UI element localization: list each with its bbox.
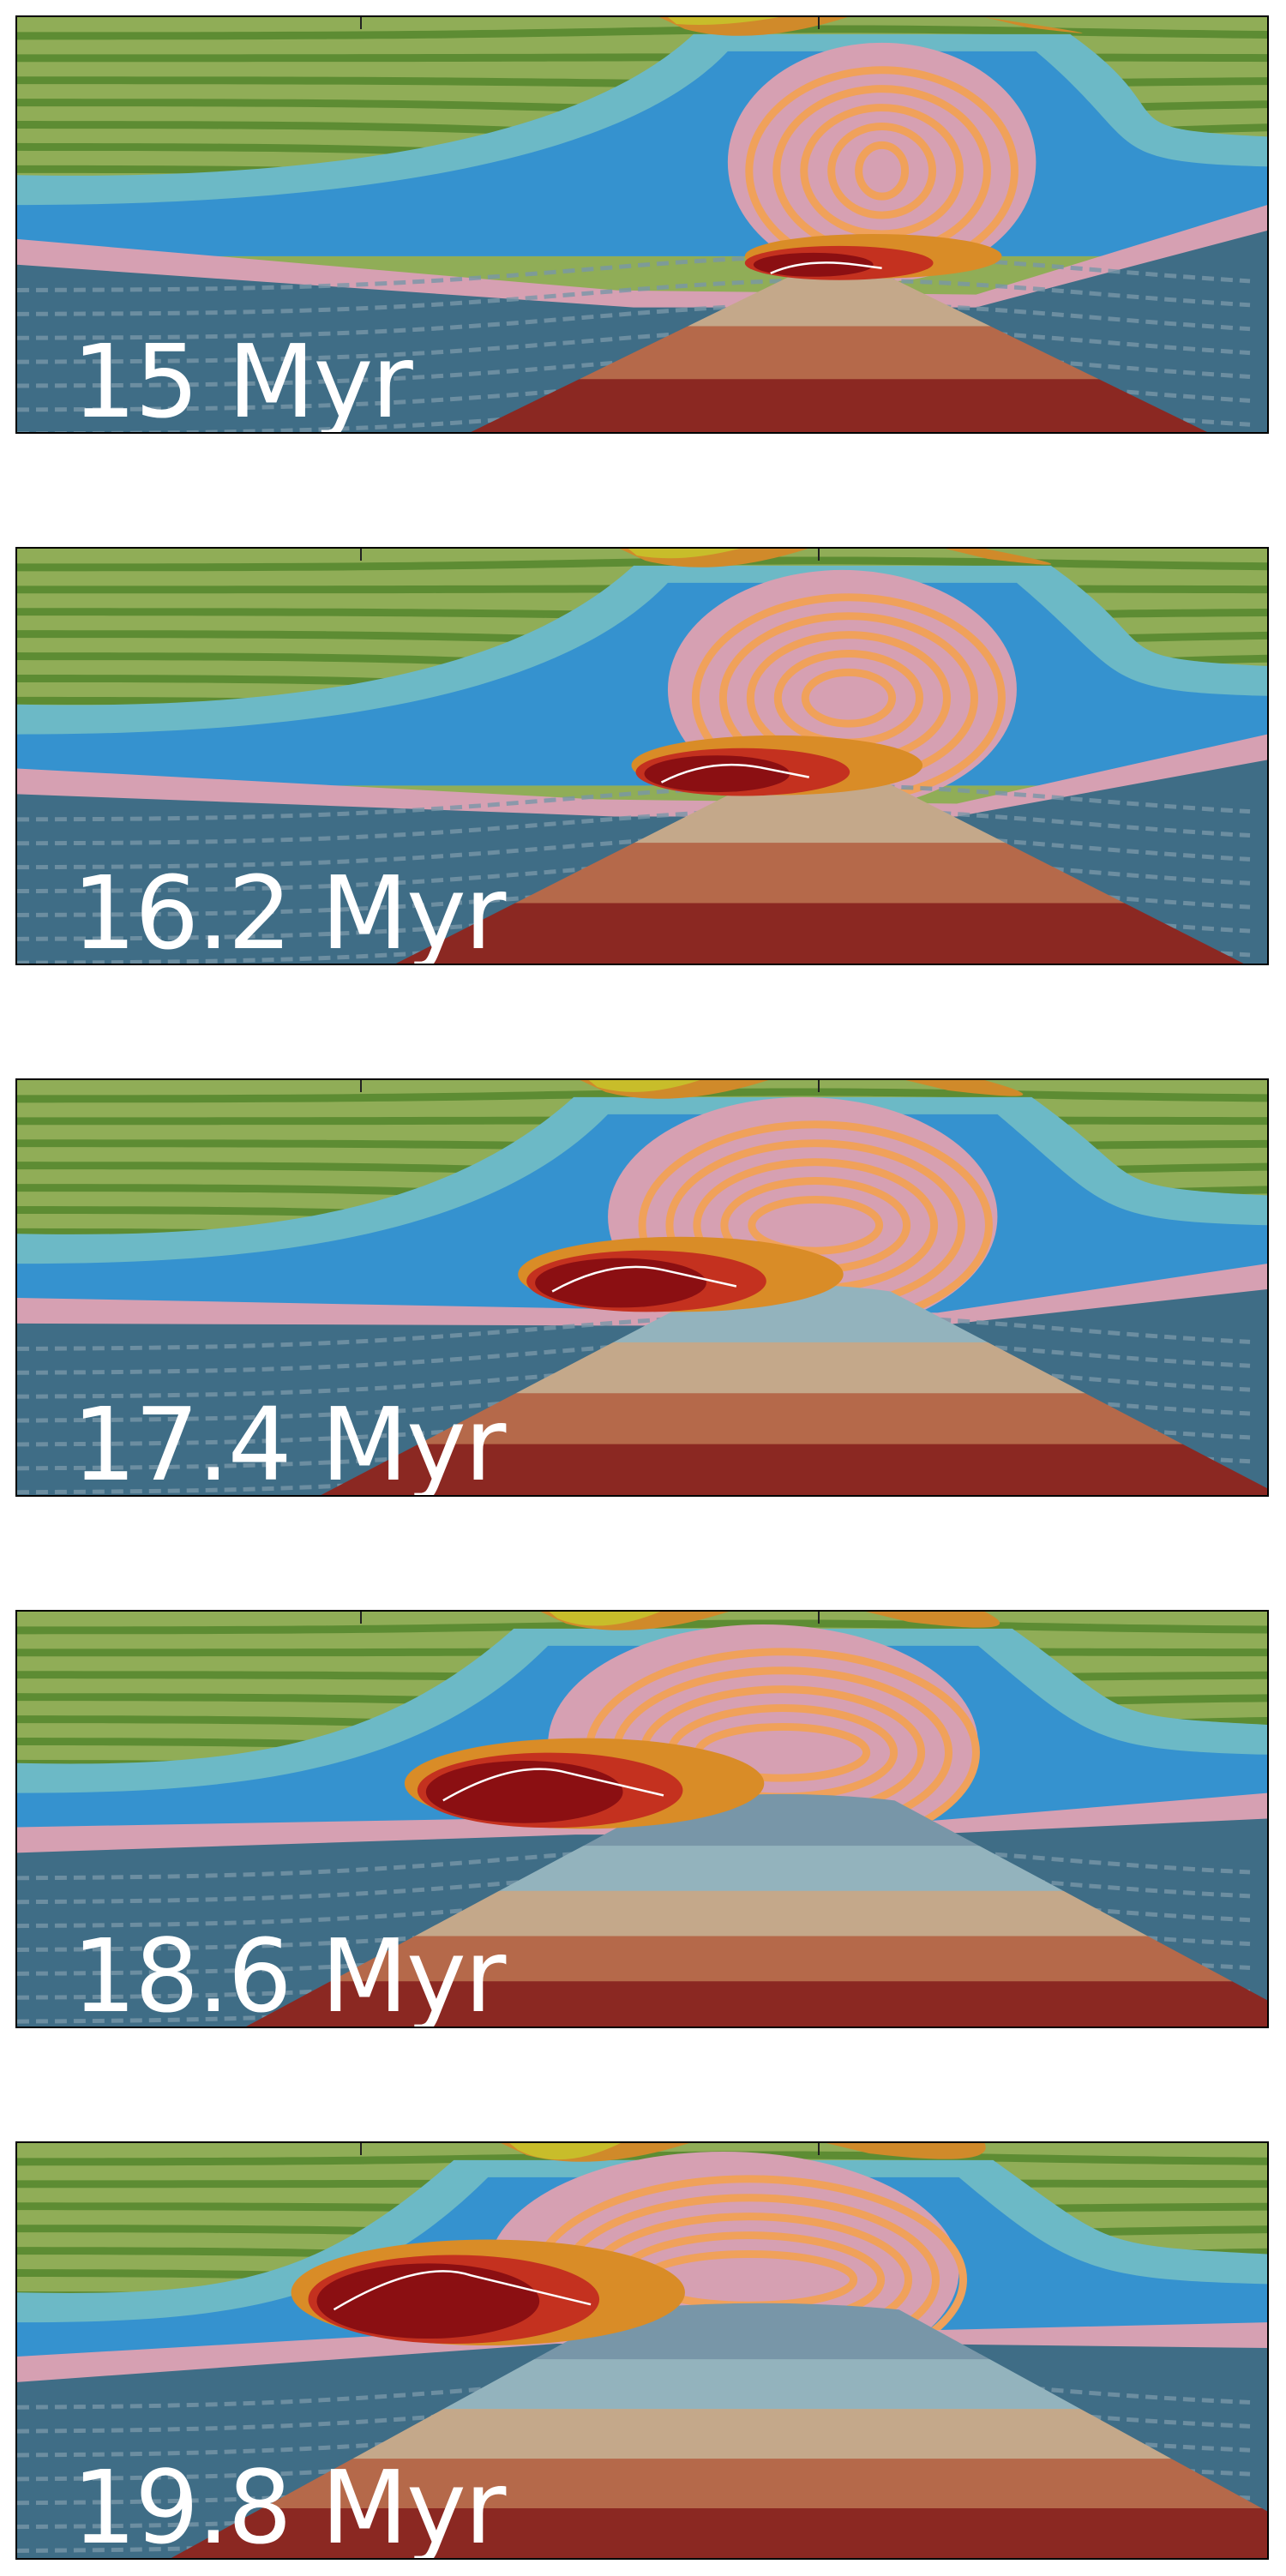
surface-tick-left xyxy=(360,1080,362,1092)
model-panel-16-2-myr: 16.2 Myr xyxy=(15,547,1269,965)
surface-tick-right xyxy=(818,1612,820,1624)
model-snapshot xyxy=(17,17,1267,432)
asthenosphere-band xyxy=(515,1336,1085,1394)
melt-zone xyxy=(535,1258,706,1308)
asthenosphere-band xyxy=(352,2402,1172,2459)
lower-crust-band xyxy=(17,1264,1267,1335)
lower-crust-band xyxy=(17,734,1267,826)
asthenosphere-band xyxy=(395,897,1244,964)
asthenosphere-band xyxy=(171,2501,1267,2558)
lower-crust-ring xyxy=(855,141,910,201)
melt-contour xyxy=(660,763,809,784)
model-panel-19-8-myr: 19.8 Myr xyxy=(15,2141,1269,2560)
lower-crust-ring xyxy=(801,668,897,728)
lithosphere-texture xyxy=(17,326,1251,364)
model-panel-17-4-myr: 17.4 Myr xyxy=(15,1078,1269,1497)
melt-zone xyxy=(316,2263,540,2339)
surface-tick-left xyxy=(360,549,362,561)
lithosphere-texture xyxy=(17,278,1251,316)
crust-layer-stripe xyxy=(17,556,1267,572)
asthenosphere-band xyxy=(634,776,1006,844)
melt-contour xyxy=(333,2270,592,2311)
model-panel-18-6-myr: 18.6 Myr xyxy=(15,1610,1269,2028)
surface-tick-right xyxy=(818,549,820,561)
surface-sediment-right xyxy=(905,1080,1024,1096)
time-label: 17.4 Myr xyxy=(72,1385,506,1497)
lithosphere-texture xyxy=(17,1841,1251,1881)
asthenosphere-band xyxy=(514,836,1125,904)
surface-sediment-right xyxy=(984,17,1083,33)
asthenosphere-band xyxy=(471,372,1208,432)
lithosphere-texture xyxy=(17,302,1251,340)
melt-zone xyxy=(644,755,790,793)
lithosphere-texture xyxy=(17,1312,1251,1351)
surface-tick-left xyxy=(360,17,362,29)
asthenosphere-band xyxy=(418,1386,1183,1444)
crust-layer-stripe xyxy=(17,2151,1267,2166)
model-snapshot xyxy=(17,1612,1267,2027)
lower-crust-ring xyxy=(748,1195,884,1255)
lithosphere-texture xyxy=(17,254,1251,292)
model-snapshot xyxy=(17,2143,1267,2558)
surface-tick-left xyxy=(360,2143,362,2155)
lower-crust-ring xyxy=(800,104,964,238)
surface-sediment-yellow xyxy=(549,1612,661,1626)
asthenosphere-band xyxy=(443,2352,1081,2410)
asthenosphere-band xyxy=(579,320,1099,380)
lithosphere-texture xyxy=(17,783,1251,822)
surface-tick-right xyxy=(818,1080,820,1092)
surface-tick-left xyxy=(360,1612,362,1624)
time-label: 15 Myr xyxy=(72,322,413,434)
surface-tick-right xyxy=(818,2143,820,2155)
time-label: 18.6 Myr xyxy=(72,1917,506,2028)
surface-sediment-yellow xyxy=(628,549,740,559)
crust-layer-stripe xyxy=(17,25,1267,40)
melt-zone xyxy=(425,1761,623,1823)
surface-sediment-right xyxy=(826,2143,986,2159)
time-label: 19.8 Myr xyxy=(72,2448,506,2560)
model-snapshot xyxy=(17,549,1267,964)
asthenosphere-band xyxy=(414,1884,1148,1937)
lower-crust-ring xyxy=(827,122,937,219)
asthenosphere-band xyxy=(499,1839,1064,1891)
melt-contour xyxy=(551,1265,737,1293)
lithosphere-texture xyxy=(17,1336,1251,1375)
lower-crust-band xyxy=(17,2322,1267,2387)
asthenosphere-band xyxy=(330,1930,1233,1982)
model-panel-15-myr: 15 Myr xyxy=(15,15,1269,434)
lithosphere-texture xyxy=(17,807,1251,846)
asthenosphere-band xyxy=(261,2452,1263,2509)
surface-sediment-yellow xyxy=(667,17,779,25)
surface-tick-right xyxy=(818,17,820,29)
melt-contour xyxy=(442,1768,664,1802)
surface-sediment-right xyxy=(865,1612,1001,1628)
asthenosphere-band xyxy=(246,1974,1267,2027)
melt-contour xyxy=(770,261,882,274)
melt-zone xyxy=(753,252,874,277)
time-label: 16.2 Myr xyxy=(72,854,506,965)
surface-sediment-yellow xyxy=(509,2143,622,2160)
asthenosphere-band xyxy=(321,1438,1267,1495)
surface-sediment-yellow xyxy=(588,1080,700,1092)
model-snapshot xyxy=(17,1080,1267,1495)
lithosphere-texture xyxy=(17,831,1251,870)
asthenosphere-band xyxy=(688,267,991,327)
surface-sediment-right xyxy=(945,549,1052,565)
